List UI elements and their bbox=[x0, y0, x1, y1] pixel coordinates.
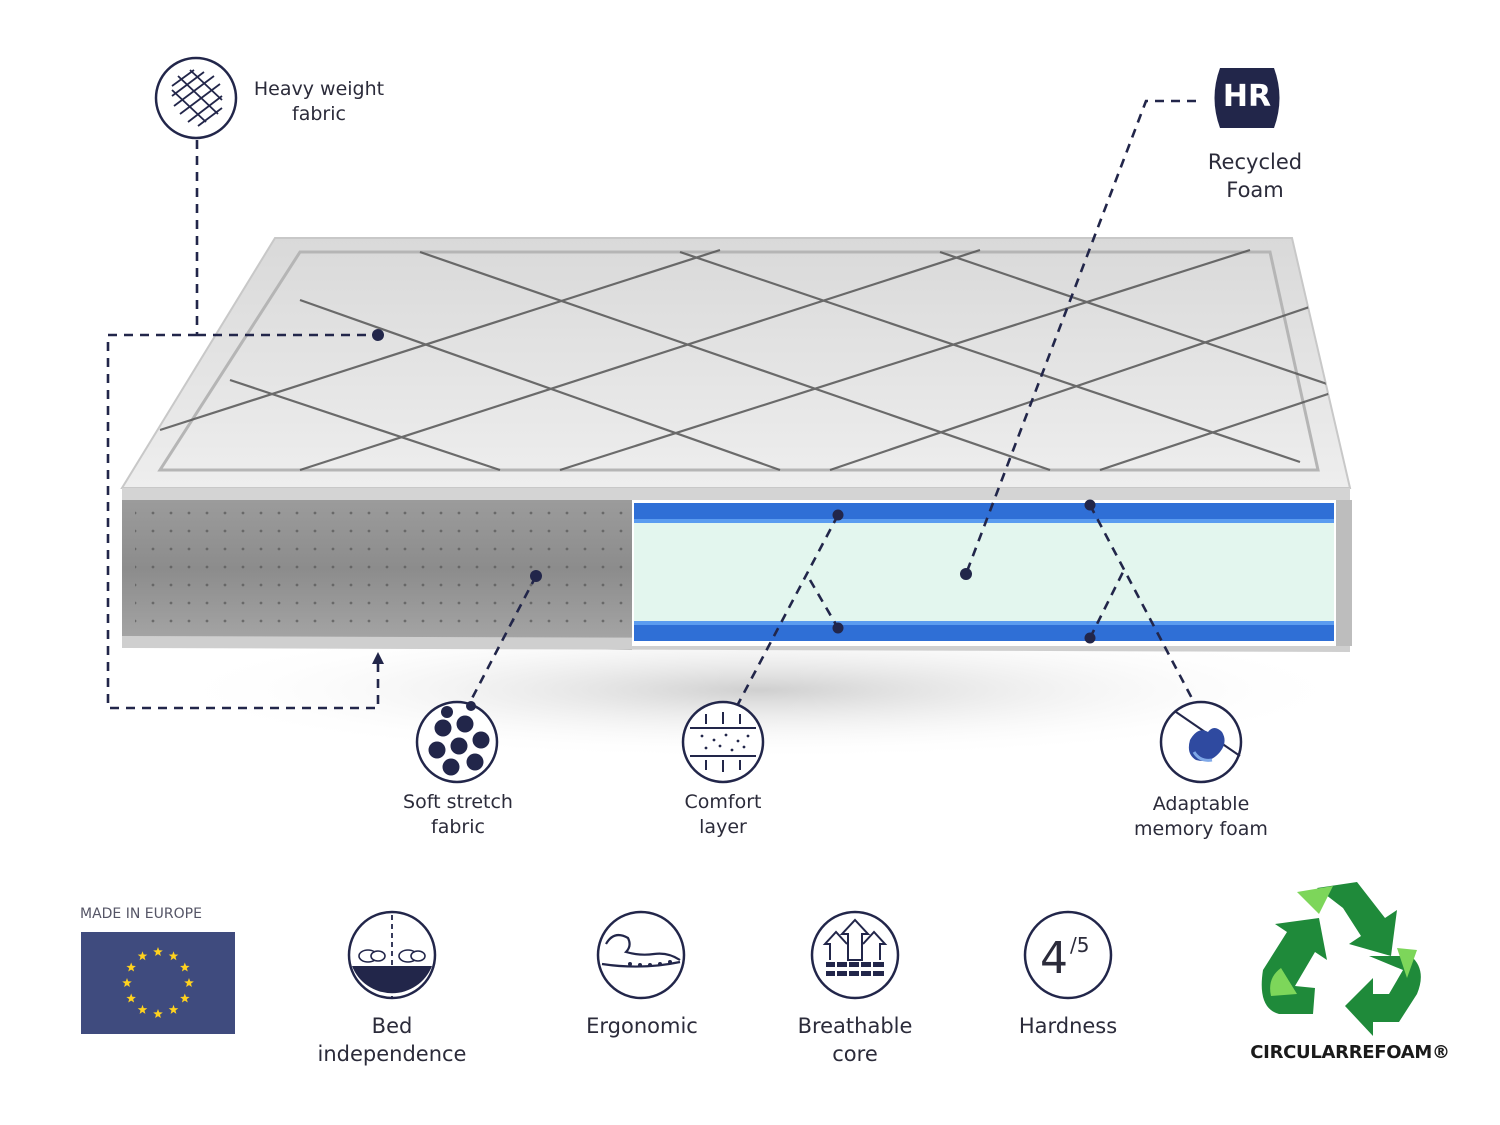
hardness-value: 4 bbox=[1040, 933, 1068, 984]
eu-star bbox=[137, 951, 148, 961]
hardness-scale: /5 bbox=[1070, 933, 1090, 957]
ergonomic-icon bbox=[596, 910, 686, 1000]
callout-line-memory-foam bbox=[1088, 504, 1198, 707]
hardness-icon bbox=[1023, 910, 1113, 1000]
callout-line-comfort bbox=[735, 514, 840, 707]
woven-fabric-icon bbox=[154, 56, 238, 140]
eu-star bbox=[184, 978, 194, 987]
memory-foam-top-layer bbox=[634, 503, 1334, 519]
mattress-top bbox=[120, 237, 1352, 489]
breathable-core-icon bbox=[810, 910, 900, 1000]
eu-star bbox=[180, 962, 190, 972]
mattress-piping bbox=[122, 488, 1350, 500]
comfort-layer-icon bbox=[681, 700, 765, 784]
eu-star bbox=[122, 978, 132, 987]
stretch-fabric-icon bbox=[415, 700, 499, 784]
hr-badge-label: HR bbox=[1222, 79, 1272, 114]
side-stitch-dots bbox=[135, 500, 625, 635]
hr-badge-icon bbox=[1214, 68, 1280, 128]
callout-line-soft-stretch bbox=[466, 575, 538, 707]
made-in-europe-caption: MADE IN EUROPE bbox=[80, 906, 202, 922]
eu-star bbox=[126, 962, 136, 972]
eu-star bbox=[153, 1009, 163, 1018]
mattress-right-side bbox=[1336, 500, 1352, 646]
eu-star bbox=[168, 1004, 179, 1014]
eu-star bbox=[137, 1004, 148, 1014]
bed-independence-icon bbox=[347, 910, 437, 1000]
hr-foam-core bbox=[634, 523, 1334, 621]
ergonomic-label: Ergonomic bbox=[586, 1014, 698, 1038]
callout-line-recycled-foam bbox=[964, 99, 1196, 575]
memory-foam-hand-icon bbox=[1159, 700, 1243, 784]
mattress-cross-section bbox=[632, 500, 1336, 646]
eu-star bbox=[168, 951, 179, 961]
memory-foam-bottom-layer bbox=[634, 625, 1334, 641]
eu-star bbox=[180, 993, 190, 1003]
eu-star bbox=[126, 993, 136, 1003]
eu-flag-icon bbox=[81, 932, 235, 1034]
recycle-icon bbox=[1261, 882, 1421, 1036]
hardness-label: Hardness bbox=[1018, 1014, 1118, 1038]
eu-star bbox=[153, 947, 163, 956]
circularrefoam-brand: CIRCULARREFOAM® bbox=[1250, 1042, 1450, 1063]
